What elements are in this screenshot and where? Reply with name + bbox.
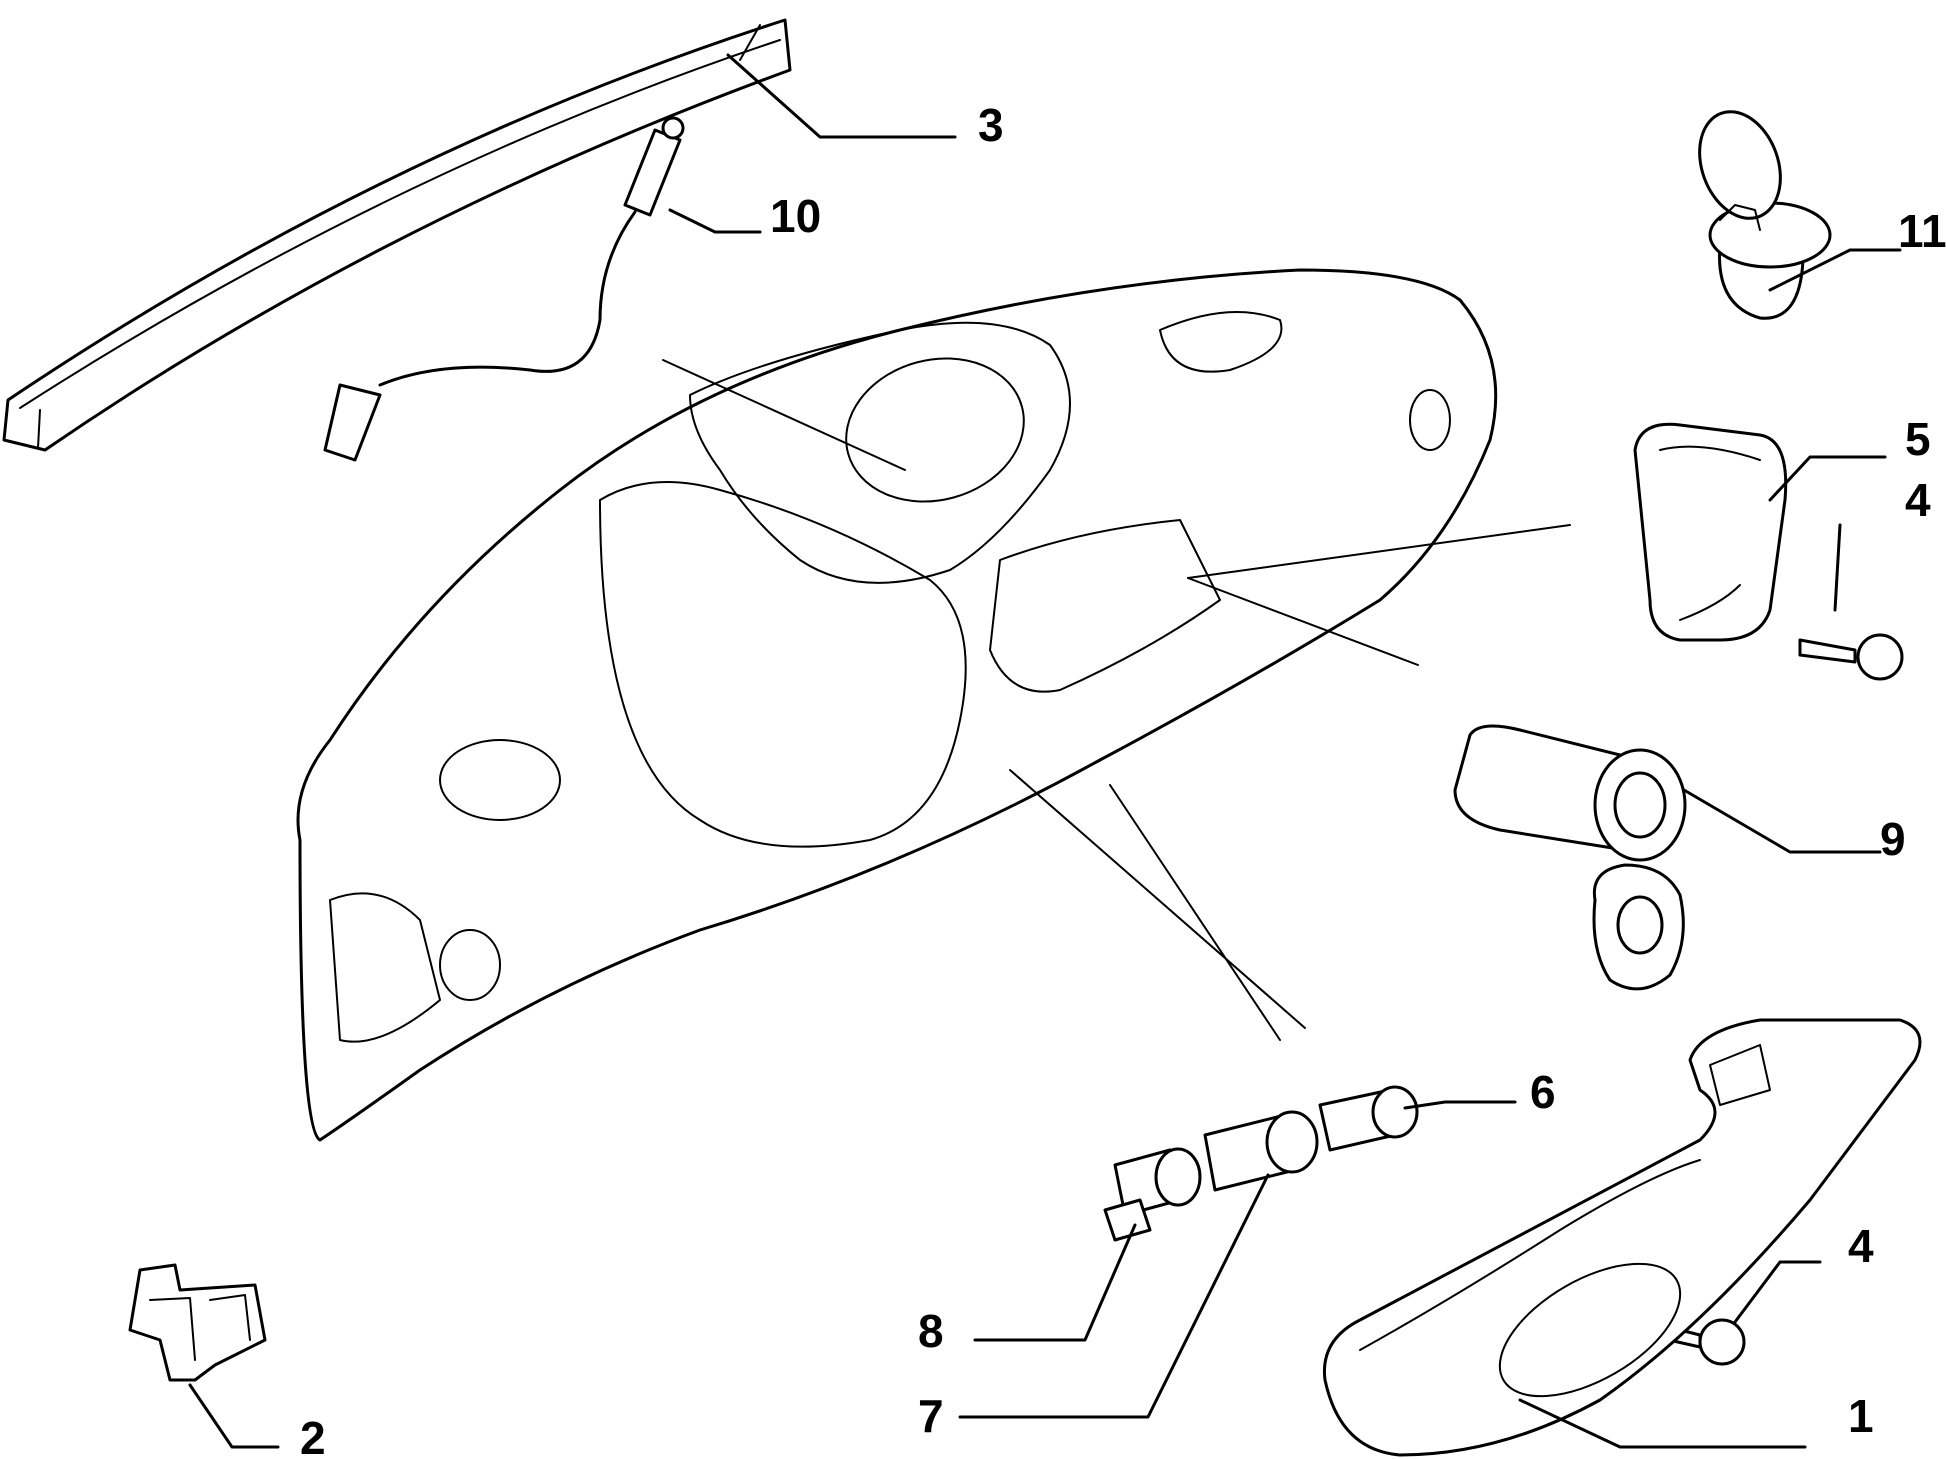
callout-6: 6 [1530, 1066, 1556, 1118]
callout-3: 3 [978, 99, 1004, 151]
callout-labels: 3 10 11 5 4 9 6 4 8 7 1 2 [300, 99, 1946, 1459]
callout-1: 1 [1848, 1390, 1874, 1442]
part-4-screw-upper [1798, 633, 1904, 681]
part-5-cup-holder [1633, 422, 1788, 642]
part-10-sensor-cable [323, 116, 685, 462]
callout-4-upper: 4 [1905, 474, 1931, 526]
callout-10: 10 [770, 190, 821, 242]
callout-9: 9 [1880, 813, 1906, 865]
part-9-socket [1453, 724, 1687, 991]
part-2-clip [128, 1263, 267, 1382]
part-6-cylinder [1318, 1085, 1419, 1152]
callout-5: 5 [1905, 413, 1931, 465]
dashboard-assembly [296, 268, 1498, 1142]
callout-2: 2 [300, 1412, 326, 1459]
part-8-switch [1103, 1147, 1202, 1242]
leader-lines [188, 53, 1902, 1449]
part-11-ashtray-cup [1698, 110, 1832, 320]
part-1-glove-box [1322, 1018, 1922, 1457]
callout-7: 7 [918, 1390, 944, 1442]
part-3-trim-strip [2, 18, 792, 452]
callout-11: 11 [1898, 205, 1946, 257]
callout-8: 8 [918, 1305, 944, 1357]
part-7-lighter [1203, 1110, 1319, 1192]
callout-4-lower: 4 [1848, 1220, 1874, 1272]
